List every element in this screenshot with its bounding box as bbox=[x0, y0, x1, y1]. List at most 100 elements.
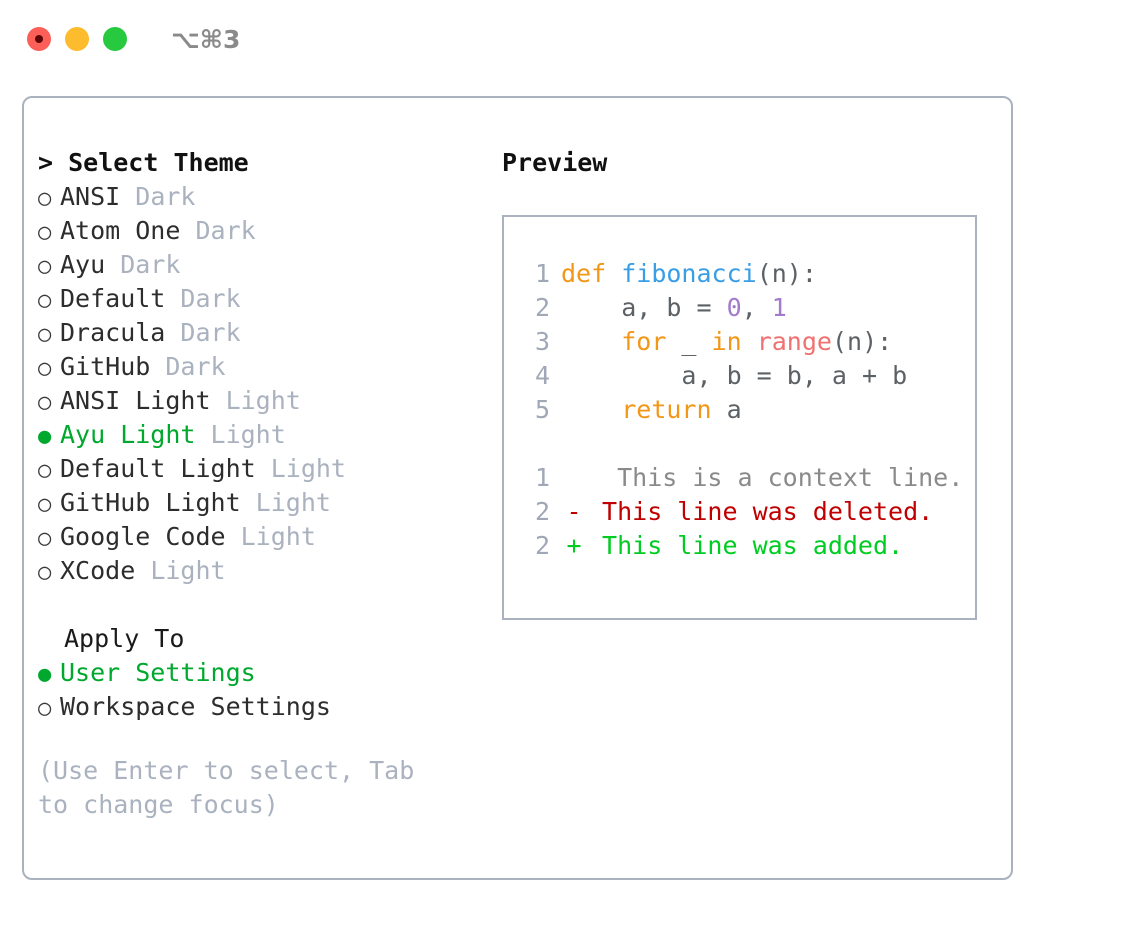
radio-unselected-icon: ○ bbox=[38, 356, 52, 381]
theme-list-item-label: GitHub bbox=[60, 352, 151, 381]
diff-line: 2- This line was deleted. bbox=[520, 495, 963, 529]
theme-list-item-label: XCode bbox=[60, 556, 136, 585]
theme-list-item[interactable]: ○ ANSI Light Light bbox=[38, 384, 488, 418]
theme-list-item-label: ANSI bbox=[60, 182, 121, 211]
theme-list-item[interactable]: ○ Dracula Dark bbox=[38, 316, 488, 350]
theme-list-item-label: Atom One bbox=[60, 216, 181, 245]
theme-list-item-label: Ayu Light bbox=[60, 420, 196, 449]
code-line: 5 return a bbox=[520, 393, 907, 427]
code-line: 1 def fibonacci(n): bbox=[520, 257, 907, 291]
theme-list-item-label: Dracula bbox=[60, 318, 166, 347]
radio-unselected-icon: ○ bbox=[38, 186, 52, 211]
theme-list-item-tag: Dark bbox=[165, 318, 241, 347]
minimize-button-icon[interactable] bbox=[65, 27, 89, 51]
theme-list-item[interactable]: ○GitHub Light Light bbox=[38, 486, 488, 520]
theme-list-item-tag: Dark bbox=[165, 284, 241, 313]
code-line-number: 3 bbox=[534, 327, 550, 356]
code-token: (n): bbox=[831, 327, 893, 356]
diff-sign bbox=[561, 461, 587, 495]
apply-to-list[interactable]: ● User Settings ○Workspace Settings bbox=[38, 656, 488, 724]
window-controls bbox=[27, 27, 127, 51]
code-token: a, b = bbox=[561, 293, 727, 322]
code-line-number: 2 bbox=[534, 293, 550, 322]
code-token: 0 bbox=[726, 293, 742, 322]
radio-unselected-icon: ○ bbox=[38, 560, 52, 585]
theme-list-item-tag: Light bbox=[240, 488, 331, 517]
preview-heading: Preview bbox=[502, 148, 608, 177]
diff-sign: - bbox=[566, 497, 582, 526]
diff-line: 1 This is a context line. bbox=[520, 461, 963, 495]
theme-list-item[interactable]: ○ Default Dark bbox=[38, 282, 488, 316]
main-panel: > Select Theme ○ANSI Dark○Atom One Dark○… bbox=[22, 96, 1013, 880]
code-line-number: 1 bbox=[534, 259, 550, 288]
diff-sign: + bbox=[566, 531, 582, 560]
theme-list-item[interactable]: ○Atom One Dark bbox=[38, 214, 488, 248]
keyboard-shortcut-label: ⌥⌘3 bbox=[171, 24, 241, 54]
theme-picker-column: > Select Theme ○ANSI Dark○Atom One Dark○… bbox=[38, 146, 488, 822]
radio-unselected-icon: ○ bbox=[38, 254, 52, 279]
theme-list-item-tag: Light bbox=[195, 420, 286, 449]
theme-list-item-label: Default Light bbox=[60, 454, 256, 483]
theme-list-item-tag: Light bbox=[210, 386, 301, 415]
select-theme-heading: > Select Theme bbox=[38, 148, 249, 177]
theme-list-item-tag: Dark bbox=[180, 216, 256, 245]
code-token: (n): bbox=[756, 259, 817, 288]
code-token: a bbox=[711, 395, 742, 424]
theme-list-item[interactable]: ○ XCode Light bbox=[38, 554, 488, 588]
code-token: _ bbox=[666, 327, 712, 356]
code-token: fibonacci bbox=[621, 259, 757, 288]
code-token: return bbox=[621, 395, 712, 424]
apply-to-option[interactable]: ● User Settings bbox=[38, 656, 488, 690]
theme-list-item[interactable]: ○Default Light Light bbox=[38, 452, 488, 486]
code-token bbox=[742, 325, 757, 359]
close-button-icon[interactable] bbox=[27, 27, 51, 51]
code-token: a, b = b, a + b bbox=[561, 361, 908, 390]
panel-columns: > Select Theme ○ANSI Dark○Atom One Dark○… bbox=[24, 98, 1011, 878]
theme-list-item[interactable]: ○ Google Code Light bbox=[38, 520, 488, 554]
code-token: 1 bbox=[771, 293, 787, 322]
theme-list-item-label: ANSI Light bbox=[60, 386, 211, 415]
theme-list-item-label: Default bbox=[60, 284, 166, 313]
keyboard-hint-text: (Use Enter to select, Tab to change focu… bbox=[38, 756, 415, 819]
list-gap bbox=[38, 588, 488, 622]
diff-line-number: 2 bbox=[534, 531, 550, 560]
code-token bbox=[561, 325, 621, 359]
theme-list-item-tag: Light bbox=[135, 556, 226, 585]
radio-unselected-icon: ○ bbox=[38, 458, 52, 483]
code-token: def bbox=[561, 259, 622, 288]
code-token: for bbox=[621, 327, 667, 356]
code-line-number: 4 bbox=[534, 361, 550, 390]
apply-to-heading: Apply To bbox=[64, 624, 185, 653]
theme-list-item-tag: Light bbox=[225, 522, 316, 551]
window-titlebar: ⌥⌘3 bbox=[0, 0, 1140, 78]
code-token: range bbox=[756, 327, 832, 356]
theme-list-item-tag: Dark bbox=[105, 250, 181, 279]
radio-selected-icon: ● bbox=[38, 662, 52, 687]
code-token: , bbox=[741, 293, 772, 322]
code-line: 4 a, b = b, a + b bbox=[520, 359, 907, 393]
diff-line-number: 1 bbox=[534, 463, 550, 492]
theme-list-item-tag: Dark bbox=[150, 352, 226, 381]
code-line: 3 for _ in range(n): bbox=[520, 325, 907, 359]
theme-list-item-label: Google Code bbox=[60, 522, 226, 551]
maximize-button-icon[interactable] bbox=[103, 27, 127, 51]
radio-unselected-icon: ○ bbox=[38, 390, 52, 415]
diff-line-number: 2 bbox=[534, 497, 550, 526]
radio-unselected-icon: ○ bbox=[38, 526, 52, 551]
theme-list[interactable]: ○ANSI Dark○Atom One Dark○Ayu Dark○Defaul… bbox=[38, 180, 488, 588]
radio-unselected-icon: ○ bbox=[38, 322, 52, 347]
code-line-number: 5 bbox=[534, 395, 550, 424]
radio-selected-icon: ● bbox=[38, 424, 52, 449]
theme-list-item[interactable]: ● Ayu Light Light bbox=[38, 418, 488, 452]
theme-list-item[interactable]: ○ANSI Dark bbox=[38, 180, 488, 214]
apply-to-option-label: User Settings bbox=[60, 658, 256, 687]
apply-to-option[interactable]: ○Workspace Settings bbox=[38, 690, 488, 724]
code-line: 2 a, b = 0, 1 bbox=[520, 291, 907, 325]
radio-unselected-icon: ○ bbox=[38, 288, 52, 313]
theme-list-item[interactable]: ○Ayu Dark bbox=[38, 248, 488, 282]
theme-list-item[interactable]: ○ GitHub Dark bbox=[38, 350, 488, 384]
